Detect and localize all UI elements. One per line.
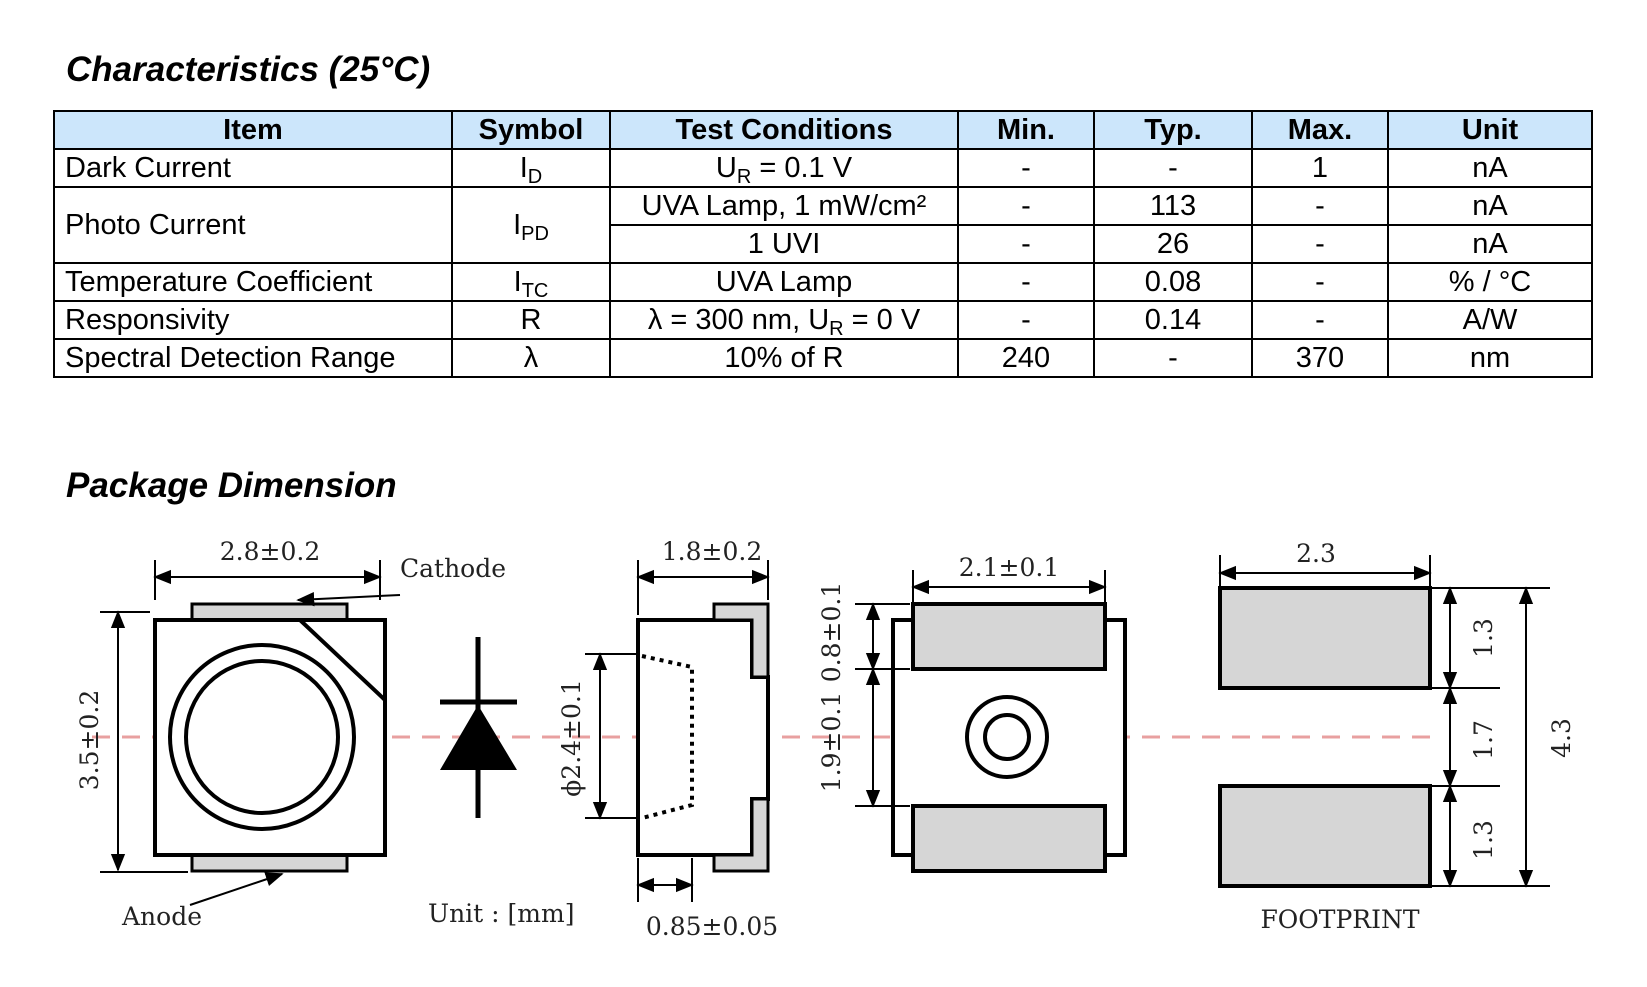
cell-max: 370	[1251, 338, 1389, 378]
dim-fp-bottom: 1.3	[1469, 820, 1498, 860]
label-unit: Unit : [mm]	[428, 899, 574, 928]
table-row: Temperature Coefficient ITC UVA Lamp - 0…	[53, 262, 1593, 302]
cell-conditions: 1 UVI	[609, 224, 959, 264]
header-symbol: Symbol	[451, 110, 611, 150]
cell-min: -	[957, 148, 1095, 188]
dim-fp-total: 4.3	[1547, 718, 1576, 758]
dim-pad-mid: 1.9±0.1	[817, 692, 846, 792]
cell-item: Photo Current	[53, 186, 453, 264]
cell-unit: nA	[1387, 186, 1593, 226]
diode-symbol-icon	[440, 637, 517, 818]
table-row: Spectral Detection Range λ 10% of R 240 …	[53, 338, 1593, 378]
label-anode: Anode	[121, 902, 202, 931]
header-item: Item	[53, 110, 453, 150]
cell-item: Temperature Coefficient	[53, 262, 453, 302]
bottom-view	[855, 570, 1127, 873]
top-view	[100, 560, 401, 906]
cell-symbol: ID	[451, 148, 611, 188]
dim-pad-top: 0.8±0.1	[817, 582, 846, 682]
cell-unit: nA	[1387, 224, 1593, 264]
cell-max: -	[1251, 186, 1389, 226]
cell-conditions: UR = 0.1 V	[609, 148, 959, 188]
cell-unit: % / °C	[1387, 262, 1593, 302]
cell-min: -	[957, 186, 1095, 226]
dim-pad-width: 2.1±0.1	[959, 553, 1059, 582]
cell-unit: A/W	[1387, 300, 1593, 340]
dim-side-width: 1.8±0.2	[662, 537, 762, 566]
cell-max: -	[1251, 224, 1389, 264]
table-header-row: Item Symbol Test Conditions Min. Typ. Ma…	[53, 110, 1593, 150]
characteristics-table: Item Symbol Test Conditions Min. Typ. Ma…	[53, 110, 1593, 378]
label-cathode: Cathode	[400, 554, 506, 583]
cell-unit: nm	[1387, 338, 1593, 378]
side-view	[585, 560, 770, 902]
header-test-conditions: Test Conditions	[609, 110, 959, 150]
cell-max: -	[1251, 262, 1389, 302]
cell-item: Spectral Detection Range	[53, 338, 453, 378]
table-row: Responsivity R λ = 300 nm, UR = 0 V - 0.…	[53, 300, 1593, 340]
cell-max: 1	[1251, 148, 1389, 188]
table-row: Photo Current IPD UVA Lamp, 1 mW/cm² - 1…	[53, 186, 1593, 264]
dim-fp-mid: 1.7	[1469, 720, 1498, 760]
table-row: Dark Current ID UR = 0.1 V - - 1 nA	[53, 148, 1593, 188]
cell-min: -	[957, 300, 1095, 340]
dim-height-left: 3.5±0.2	[75, 690, 104, 790]
header-unit: Unit	[1387, 110, 1593, 150]
cell-min: 240	[957, 338, 1095, 378]
cell-conditions: λ = 300 nm, UR = 0 V	[609, 300, 959, 340]
package-dimension-drawing: 2.8±0.2 3.5±0.2 Cathode Anode Unit : [mm…	[75, 537, 1576, 941]
cell-item: Dark Current	[53, 148, 453, 188]
characteristics-heading: Characteristics (25°C)	[66, 50, 431, 89]
cell-min: -	[957, 262, 1095, 302]
cell-item: Responsivity	[53, 300, 453, 340]
cell-conditions: UVA Lamp	[609, 262, 959, 302]
header-max: Max.	[1251, 110, 1389, 150]
cell-symbol: λ	[451, 338, 611, 378]
dim-fp-width: 2.3	[1296, 539, 1336, 568]
cell-typ: 0.08	[1093, 262, 1253, 302]
dim-lens-diameter: ϕ2.4±0.1	[557, 679, 586, 797]
table-row: 1 UVI - 26 - nA	[54, 224, 1593, 264]
cell-min: -	[957, 224, 1095, 264]
package-heading: Package Dimension	[66, 466, 397, 505]
cell-symbol: ITC	[451, 262, 611, 302]
dim-fp-top: 1.3	[1469, 618, 1498, 658]
footprint-view	[1218, 555, 1550, 888]
cell-typ: 26	[1093, 224, 1253, 264]
cell-unit: nA	[1387, 148, 1593, 188]
cell-symbol: IPD	[451, 186, 611, 264]
cell-typ: 113	[1093, 186, 1253, 226]
cell-typ: -	[1093, 338, 1253, 378]
header-typ: Typ.	[1093, 110, 1253, 150]
cell-typ: 0.14	[1093, 300, 1253, 340]
cell-max: -	[1251, 300, 1389, 340]
cell-conditions: UVA Lamp, 1 mW/cm²	[609, 186, 959, 226]
dim-top-width: 2.8±0.2	[220, 537, 320, 566]
cell-symbol: R	[451, 300, 611, 340]
cell-conditions: 10% of R	[609, 338, 959, 378]
cell-typ: -	[1093, 148, 1253, 188]
dim-side-bottom: 0.85±0.05	[646, 912, 778, 941]
header-min: Min.	[957, 110, 1095, 150]
label-footprint: FOOTPRINT	[1260, 905, 1419, 934]
